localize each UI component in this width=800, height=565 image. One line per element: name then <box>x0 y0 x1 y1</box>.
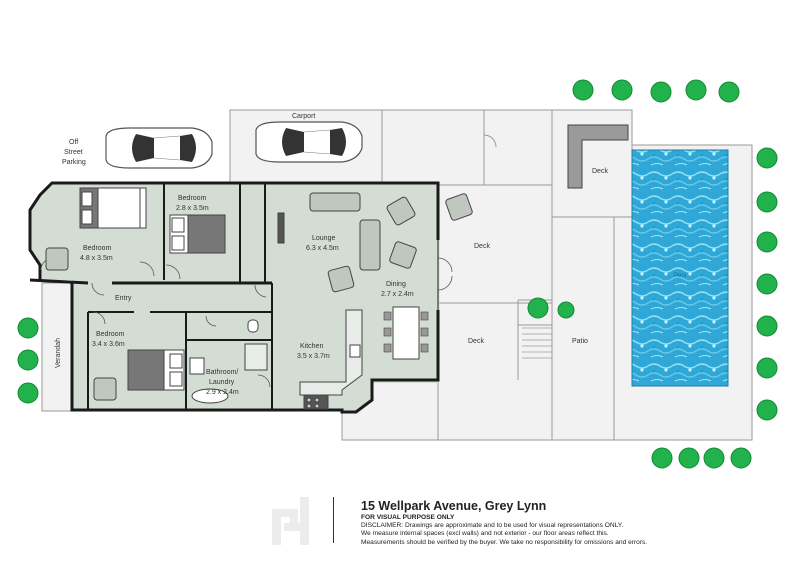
disclaimer-line: We measure internal spaces (excl walls) … <box>361 530 609 538</box>
trees <box>17 79 778 469</box>
lounge-name: Lounge <box>312 235 335 242</box>
deck-upper-label: Deck <box>474 243 490 250</box>
bathroom-name-1: Bathroom/ <box>206 369 238 376</box>
kitchen-bench <box>299 309 363 396</box>
disclaimer-line: Measurements should be verified by the b… <box>361 538 648 546</box>
steps <box>522 327 552 359</box>
verandah-area <box>41 282 73 412</box>
deck-lower-label: Deck <box>468 338 484 345</box>
bathroom-size: 2.9 x 2.4m <box>206 389 239 396</box>
outdoor-sofa <box>567 124 629 189</box>
property-address: 15 Wellpark Avenue, Grey Lynn <box>361 499 547 513</box>
dining-size: 2.7 x 2.4m <box>381 291 414 298</box>
dining-table <box>392 306 420 360</box>
car-carport <box>255 121 363 163</box>
car-offstreet <box>105 127 213 169</box>
labels: Carport Off Street Parking Bedroom 4.8 x… <box>55 113 686 396</box>
brand-logo <box>272 497 309 545</box>
kitchen-name: Kitchen <box>300 343 323 350</box>
armchair <box>45 247 69 271</box>
deck-lower-area <box>437 302 553 441</box>
disclaimer: DISCLAIMER: Drawings are approximate and… <box>361 522 731 547</box>
dining-name: Dining <box>386 281 406 288</box>
furniture <box>45 124 629 410</box>
pool <box>631 149 729 387</box>
pool-label: Pool <box>674 273 686 279</box>
kitchen-size: 3.5 x 3.7m <box>297 353 330 360</box>
bedroom3-name: Bedroom <box>96 331 125 338</box>
sofa <box>309 192 361 212</box>
disclaimer-line: DISCLAIMER: Drawings are approximate and… <box>361 522 624 529</box>
bathroom-name-2: Laundry <box>209 379 235 386</box>
carport-label: Carport <box>292 113 315 120</box>
offstreet-label-1: Off <box>69 139 78 146</box>
deck-pool-label: Deck <box>592 168 608 175</box>
bedroom1-name: Bedroom <box>83 245 112 252</box>
verandah-label: Verandah <box>55 338 62 368</box>
offstreet-label-2: Street <box>64 149 83 156</box>
rear-area <box>381 109 553 186</box>
bedroom2-size: 2.8 x 3.5m <box>176 205 209 212</box>
walls <box>28 181 440 414</box>
footer-divider <box>333 497 334 543</box>
bedroom3-size: 3.4 x 3.6m <box>92 341 125 348</box>
patio-label: Patio <box>572 338 588 345</box>
offstreet-label-3: Parking <box>62 159 86 166</box>
bathtub <box>191 388 229 404</box>
bedroom2-name: Bedroom <box>178 195 207 202</box>
visual-purpose-note: FOR VISUAL PURPOSE ONLY <box>361 514 455 521</box>
entry-label: Entry <box>115 295 132 302</box>
bedroom1-size: 4.8 x 3.5m <box>80 255 113 262</box>
lounge-size: 6.3 x 4.5m <box>306 245 339 252</box>
